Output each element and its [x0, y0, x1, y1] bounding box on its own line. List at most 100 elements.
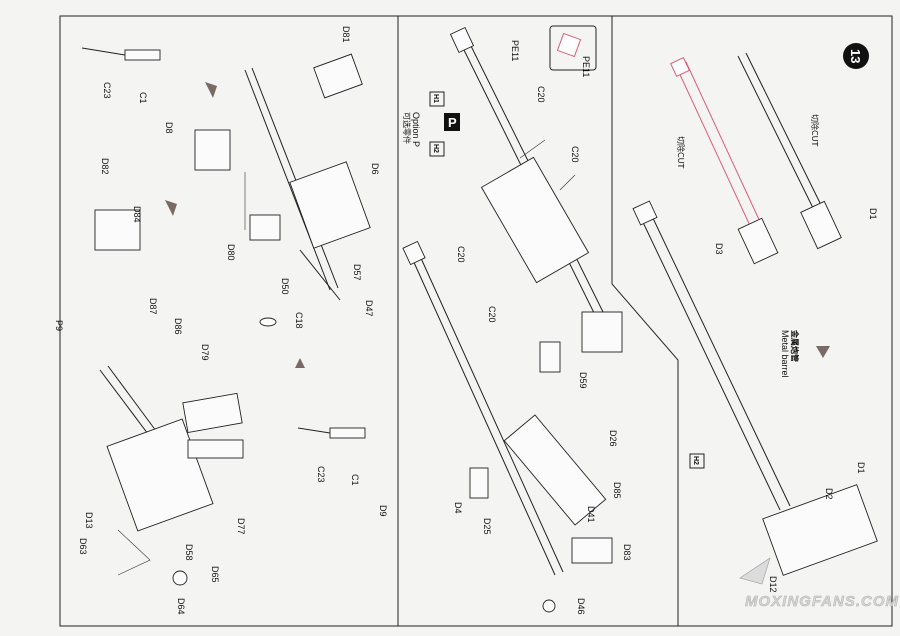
metal-barrel	[649, 211, 791, 507]
mount-part	[194, 129, 231, 171]
spring-part-lower	[297, 427, 331, 434]
label-d59: D59	[578, 372, 588, 389]
panel-middle: PE11 H1 H2 P Option P 可选零件 PE11 C20 C20 …	[402, 25, 632, 615]
watermark-text: MOXINGFANS.COM	[745, 593, 899, 610]
label-d50: D50	[280, 278, 290, 295]
label-d1: D1	[868, 208, 878, 220]
label-c20: C20	[570, 146, 580, 163]
part-d3	[737, 217, 779, 265]
breech-assembly	[762, 484, 878, 576]
leader	[559, 174, 576, 191]
label-d85: D85	[612, 482, 622, 499]
assembly-arrow	[295, 358, 305, 368]
label-d41: D41	[586, 506, 596, 523]
part-d4	[469, 467, 489, 499]
assembly-arrow	[816, 346, 830, 358]
label-d2: D2	[824, 488, 834, 500]
cut-label: 切除CUT	[676, 136, 686, 168]
metal-barrel-label-cn: 金属炮管	[790, 329, 800, 362]
pe11-etch-icon	[556, 32, 582, 58]
handle-part	[124, 49, 161, 61]
pe11-box	[549, 25, 597, 71]
label-d82: D82	[100, 158, 110, 175]
metal-barrel-label-en: Metal barrel	[780, 330, 790, 378]
assembly-arrow	[165, 200, 177, 216]
step-number: 13	[848, 49, 863, 63]
cut-barrel	[685, 61, 763, 227]
leader	[519, 139, 546, 159]
label-d12: D12	[768, 576, 778, 593]
spring-part	[81, 47, 126, 56]
rod-d57	[299, 249, 341, 301]
label-d65: D65	[210, 566, 220, 583]
cut-barrel	[675, 65, 753, 231]
label-d3: D3	[714, 243, 724, 255]
option-p-icon-letter: P	[448, 115, 457, 130]
h2-box	[429, 141, 445, 157]
metal-barrel-muzzle	[632, 200, 658, 226]
label-d80: D80	[226, 244, 236, 261]
h2-label-right: H2	[692, 456, 699, 465]
step-badge	[843, 43, 869, 69]
receiver-part	[289, 161, 371, 249]
part-d83	[571, 537, 613, 564]
label-d26: D26	[608, 430, 618, 447]
cut-label: 切除CUT	[810, 114, 820, 146]
barrel-lower	[411, 257, 556, 576]
label-d57: D57	[352, 264, 362, 281]
receiver-lower	[106, 418, 214, 532]
cut-barrel-muzzle	[670, 57, 690, 77]
breech-upper	[581, 311, 623, 353]
barrel-lower	[419, 255, 564, 573]
label-d64: D64	[176, 598, 186, 615]
page-border	[59, 15, 893, 627]
panel-right: 13 切除CUT 切除CUT D1 D3 金属炮管 Metal barrel H…	[632, 43, 899, 610]
label-d47: D47	[364, 300, 374, 317]
h1-label: H1	[432, 94, 439, 103]
label-d25: D25	[482, 518, 492, 535]
handle-part-lower	[329, 427, 366, 439]
barrel-line	[251, 67, 339, 289]
pe11-box-label: PE11	[581, 56, 591, 77]
metal-barrel	[639, 215, 781, 511]
label-c20: C20	[536, 86, 546, 103]
receiver-upper	[480, 156, 590, 284]
barrel-d1	[745, 52, 824, 210]
divider-right	[611, 16, 679, 626]
label-d87: D87	[148, 298, 158, 315]
watermark-logo	[739, 557, 771, 585]
label-c20: C20	[456, 246, 466, 263]
option-p-icon	[444, 113, 460, 131]
label-c23-lower: C23	[316, 466, 326, 483]
label-c1-lower: C1	[350, 474, 360, 486]
label-d46: D46	[576, 598, 586, 615]
h1-box	[429, 91, 445, 107]
part-d77	[187, 439, 244, 459]
label-d13: D13	[84, 512, 94, 529]
label-d6: D6	[370, 163, 380, 175]
part-c18	[259, 317, 277, 327]
barrel-line	[244, 69, 331, 291]
muzzle-pe11	[449, 26, 475, 54]
label-d79: D79	[200, 344, 210, 361]
assembly-arrow	[205, 82, 217, 98]
part-d59	[539, 341, 561, 373]
label-d83: D83	[622, 544, 632, 561]
label-pe11: PE11	[510, 40, 520, 61]
label-d63: D63	[78, 538, 88, 555]
label-d84: D84	[132, 206, 142, 223]
label-c1: C1	[138, 92, 148, 104]
part-d79	[182, 392, 243, 433]
label-d86: D86	[173, 318, 183, 335]
label-d81: D81	[341, 26, 351, 43]
label-d58: D58	[184, 544, 194, 561]
option-label-en: Option P	[411, 112, 421, 147]
part-d81	[313, 53, 363, 99]
label-d8: D8	[164, 122, 174, 134]
label-d9: D9	[378, 505, 388, 517]
label-d77: D77	[236, 518, 246, 535]
page-number: P9	[54, 320, 64, 331]
label-d4: D4	[453, 502, 463, 514]
